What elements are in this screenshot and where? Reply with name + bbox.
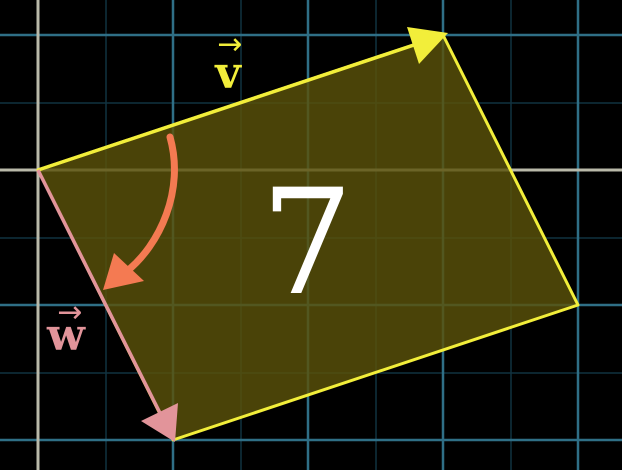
- area-value-label: 7: [261, 158, 354, 328]
- rotation-arrow: [103, 133, 178, 290]
- vector-v-label: → v: [214, 27, 242, 99]
- vector-w-arrow-mark: →: [57, 295, 82, 330]
- vector-v-name: v: [214, 48, 242, 99]
- vector-v-arrow: [37, 27, 448, 172]
- vector-w-arrow: [36, 169, 178, 442]
- vector-w-label: → w: [46, 295, 86, 361]
- vector-w-name: w: [46, 310, 86, 361]
- vector-v-arrow-mark: →: [217, 27, 242, 62]
